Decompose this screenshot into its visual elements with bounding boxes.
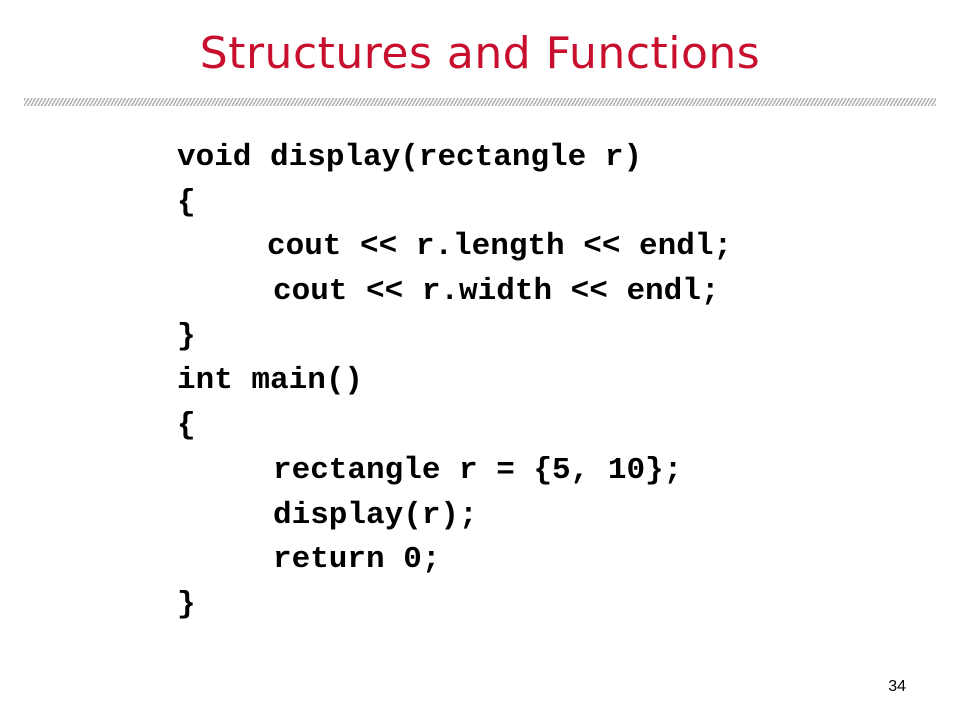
code-line: } bbox=[177, 586, 196, 622]
code-line: { bbox=[177, 184, 196, 220]
slide-title: Structures and Functions bbox=[199, 28, 761, 79]
code-line: } bbox=[177, 318, 196, 354]
code-line: display(r); bbox=[273, 497, 478, 533]
page-number: 34 bbox=[888, 678, 906, 695]
code-line: int main() bbox=[177, 363, 364, 399]
code-block: void display(rectangle r) { cout << r.le… bbox=[177, 136, 732, 628]
code-line: rectangle r = {5, 10}; bbox=[273, 452, 683, 488]
code-line: void display(rectangle r) bbox=[177, 140, 643, 175]
code-line: cout << r.length << endl; bbox=[267, 229, 733, 265]
title-divider bbox=[24, 98, 936, 106]
code-line: cout << r.width << endl; bbox=[273, 274, 720, 310]
code-line: { bbox=[177, 408, 196, 444]
code-line: return 0; bbox=[273, 542, 441, 578]
